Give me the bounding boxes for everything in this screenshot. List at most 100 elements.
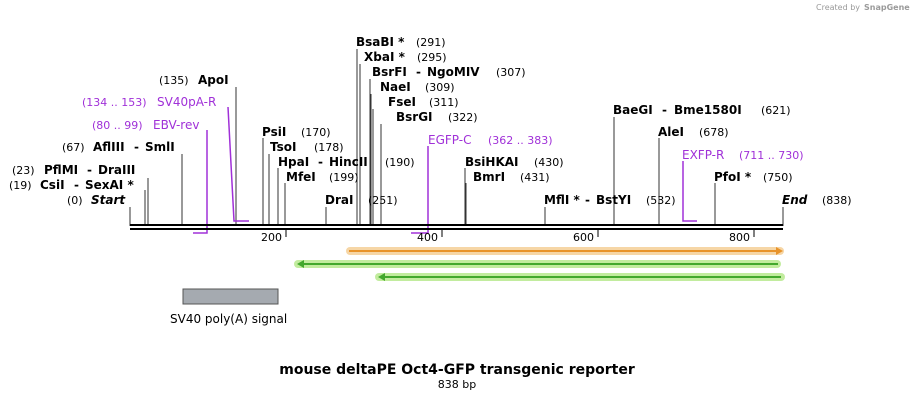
svg-text:(750): (750) [763,171,793,184]
svg-text:(291): (291) [416,36,446,49]
enzyme-bmri[interactable]: BmrI (431) [473,170,550,184]
svg-text:-: - [318,155,323,169]
primer-egfp-c-marker [411,146,429,234]
svg-text:AleI: AleI [658,125,684,139]
svg-text:-: - [134,140,139,154]
svg-text:(430): (430) [534,156,564,169]
svg-text:NaeI: NaeI [380,80,411,94]
svg-text:AflIII: AflIII [93,140,125,154]
svg-text:(134 .. 153): (134 .. 153) [82,96,147,109]
enzyme-bsrgi[interactable]: BsrGI (322) [396,110,478,124]
svg-text:(307): (307) [496,66,526,79]
svg-text:FseI: FseI [388,95,416,109]
svg-text:SexAI *: SexAI * [85,178,134,192]
svg-text:BsrFI: BsrFI [372,65,407,79]
svg-text:(362 .. 383): (362 .. 383) [488,134,553,147]
svg-text:DraI: DraI [325,193,353,207]
svg-text:Start: Start [91,193,126,207]
feature-arrow-green-2[interactable] [375,273,785,281]
svg-text:(838): (838) [822,194,852,207]
svg-text:EXFP-R: EXFP-R [682,148,724,162]
feature-arrow-orange[interactable] [346,247,784,255]
svg-text:MflI *: MflI * [544,193,580,207]
primer-ebv-rev[interactable]: (80 .. 99) EBV-rev [92,118,199,132]
enzyme-xbai[interactable]: XbaI * (295) [364,50,447,64]
svg-text:(135): (135) [159,74,189,87]
svg-text:-: - [87,163,92,177]
svg-text:EGFP-C: EGFP-C [428,133,471,147]
enzyme-naei[interactable]: NaeI (309) [380,80,455,94]
enzyme-pflmi[interactable]: (23) PflMI - DraIII [12,163,135,177]
enzyme-bsrfi[interactable]: BsrFI - NgoMIV (307) [372,65,526,79]
svg-text:(170): (170) [301,126,331,139]
svg-text:BsrGI: BsrGI [396,110,433,124]
svg-text:(80 .. 99): (80 .. 99) [92,119,143,132]
primer-exfp-r[interactable]: EXFP-R (711 .. 730) [682,148,804,162]
enzyme-lines [129,49,784,226]
svg-text:End: End [782,193,808,207]
svg-text:BsiHKAI: BsiHKAI [465,155,519,169]
svg-text:BsaBI *: BsaBI * [356,35,405,49]
enzyme-apoi[interactable]: (135) ApoI [159,73,229,87]
enzyme-bsihkai[interactable]: BsiHKAI (430) [465,155,564,169]
svg-text:XbaI *: XbaI * [364,50,406,64]
enzyme-hpai[interactable]: HpaI - HincII (190) [278,155,415,169]
feature-sv40-polya-box[interactable] [182,288,279,305]
enzyme-bsabi[interactable]: BsaBI * (291) [356,35,446,49]
svg-text:(295): (295) [417,51,447,64]
primer-sv40pa-r[interactable]: (134 .. 153) SV40pA-R [82,95,216,109]
enzyme-end[interactable]: End (838) [782,193,852,207]
enzyme-tsoi[interactable]: TsoI (178) [270,140,344,154]
enzyme-csii[interactable]: (19) CsiI - SexAI * [9,178,134,192]
svg-text:CsiI: CsiI [40,178,65,192]
sequence-backbone [130,224,783,230]
enzyme-mfli[interactable]: MflI * - BstYI (532) [544,193,676,207]
svg-text:TsoI: TsoI [270,140,296,154]
primer-exfp-r-marker [682,161,697,222]
svg-text:-: - [585,193,590,207]
svg-text:NgoMIV: NgoMIV [427,65,480,79]
svg-text:(322): (322) [448,111,478,124]
svg-text:BmrI: BmrI [473,170,505,184]
svg-text:(431): (431) [520,171,550,184]
enzyme-mfei[interactable]: MfeI (199) [286,170,359,184]
svg-text:SmlI: SmlI [145,140,175,154]
svg-text:BstYI: BstYI [596,193,631,207]
svg-text:HincII: HincII [329,155,368,169]
svg-text:SV40pA-R: SV40pA-R [157,95,216,109]
enzyme-start[interactable]: (0) Start [67,193,126,207]
svg-text:(199): (199) [329,171,359,184]
svg-text:(19): (19) [9,179,32,192]
svg-text:EBV-rev: EBV-rev [153,118,199,132]
svg-text:PfoI *: PfoI * [714,170,752,184]
svg-text:(678): (678) [699,126,729,139]
svg-text:BaeGI: BaeGI [613,103,653,117]
feature-arrow-green-1[interactable] [294,260,781,268]
svg-text:(311): (311) [429,96,459,109]
ruler: 200 400 600 800 [261,230,755,244]
svg-text:(309): (309) [425,81,455,94]
svg-text:-: - [416,65,421,79]
enzyme-psii[interactable]: PsiI (170) [262,125,331,139]
svg-text:(67): (67) [62,141,85,154]
tick-label: 200 [261,231,282,244]
enzyme-drai[interactable]: DraI (251) [325,193,398,207]
enzyme-fsei[interactable]: FseI (311) [388,95,459,109]
enzyme-afliii[interactable]: (67) AflIII - SmlI [62,140,175,154]
svg-text:(178): (178) [314,141,344,154]
enzyme-pfoi[interactable]: PfoI * (750) [714,170,793,184]
svg-text:DraIII: DraIII [98,163,135,177]
svg-text:MfeI: MfeI [286,170,316,184]
enzyme-baegi[interactable]: BaeGI - Bme1580I (621) [613,103,791,117]
enzyme-alei[interactable]: AleI (678) [658,125,729,139]
map-subtitle: 838 bp [438,378,476,391]
svg-text:(711 .. 730): (711 .. 730) [739,149,804,162]
svg-text:(621): (621) [761,104,791,117]
credit-prefix: Created by [816,3,860,12]
svg-text:(0): (0) [67,194,83,207]
primer-markers [193,106,697,234]
credit-brand[interactable]: SnapGene [864,3,910,12]
primer-egfp-c[interactable]: EGFP-C (362 .. 383) [428,133,553,147]
tick-label: 400 [417,231,438,244]
tick-label: 800 [729,231,750,244]
